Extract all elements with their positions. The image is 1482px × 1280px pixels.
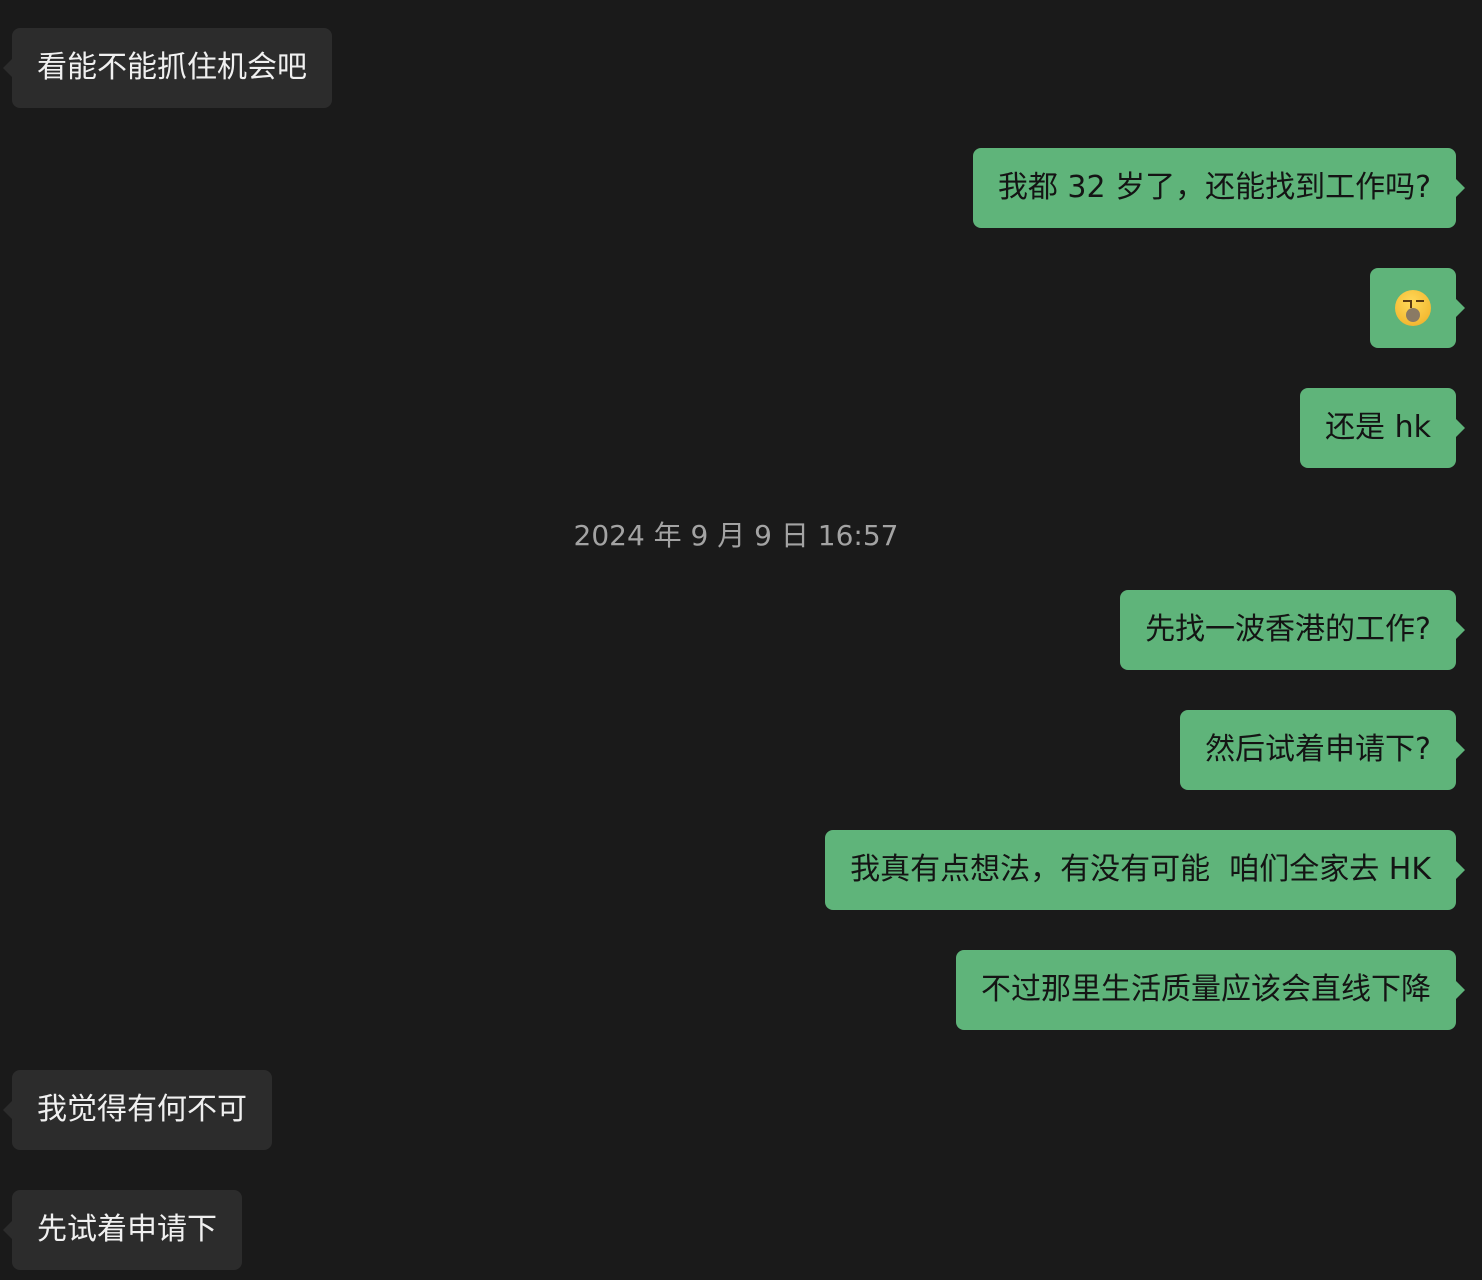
message-text: 看能不能抓住机会吧 [37, 50, 307, 85]
chat-timestamp: 2024 年 9 月 9 日 16:57 [573, 519, 899, 552]
outgoing-message[interactable]: 我真有点想法，有没有可能 咱们全家去 HK [825, 830, 1465, 910]
message-text: 先找一波香港的工作? [1145, 612, 1431, 647]
outgoing-message[interactable]: 不过那里生活质量应该会直线下降 [956, 950, 1465, 1030]
sleeping-face-emoji-icon [1395, 290, 1431, 326]
outgoing-message[interactable]: 我都 32 岁了，还能找到工作吗? [972, 148, 1466, 228]
incoming-message[interactable]: 看能不能抓住机会吧 [3, 28, 332, 108]
outgoing-message[interactable]: 然后试着申请下? [1180, 710, 1465, 790]
message-text: 然后试着申请下? [1205, 732, 1431, 767]
message-text: 我觉得有何不可 [37, 1092, 247, 1127]
outgoing-message[interactable]: 先找一波香港的工作? [1120, 590, 1465, 670]
message-text: 先试着申请下 [37, 1212, 217, 1247]
incoming-message[interactable]: 我觉得有何不可 [3, 1070, 272, 1150]
incoming-message[interactable]: 先试着申请下 [3, 1190, 242, 1270]
outgoing-message[interactable]: 还是 hk [1300, 388, 1465, 468]
outgoing-emoji-message[interactable] [1370, 268, 1465, 348]
message-text: 我真有点想法，有没有可能 咱们全家去 HK [850, 852, 1431, 887]
message-text: 不过那里生活质量应该会直线下降 [981, 972, 1431, 1007]
message-text: 还是 hk [1325, 410, 1431, 445]
message-text: 我都 32 岁了，还能找到工作吗? [997, 170, 1431, 205]
